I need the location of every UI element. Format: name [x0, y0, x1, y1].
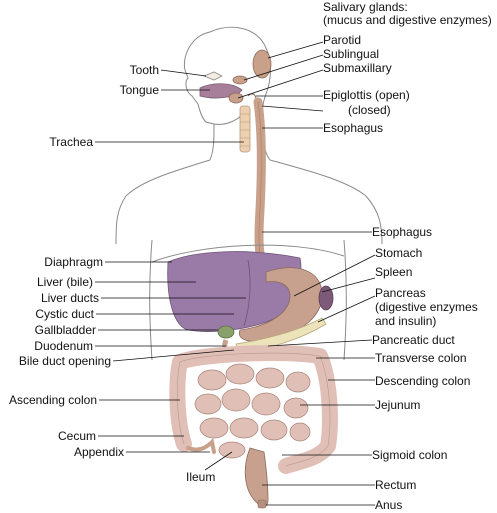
coil: [199, 417, 229, 439]
colon-outline: [177, 352, 331, 467]
coil: [229, 417, 259, 439]
label-tongue: Tongue: [119, 83, 159, 97]
label-duodenum: Duodenum: [34, 339, 93, 353]
trachea-rings: [240, 113, 250, 147]
leader-stomach: [293, 254, 376, 297]
label-pancreas: Pancreas: [375, 286, 426, 300]
leader-ileum: [204, 451, 233, 471]
label-pancreas-note-1: (digestive enzymes: [375, 300, 478, 314]
trachea-tube: [239, 105, 251, 153]
label-sublingual: Sublingual: [323, 47, 380, 61]
anus-shape: [257, 499, 267, 509]
gallbladder-shape: [217, 325, 235, 339]
label-parotid: Parotid: [323, 33, 362, 47]
leader-tooth: [160, 69, 207, 77]
coil: [225, 363, 255, 385]
coil: [289, 422, 311, 442]
label-ileum: Ileum: [186, 470, 216, 484]
leader-spleen: [321, 277, 376, 293]
leader-parotid: [267, 41, 324, 59]
neck-left: [209, 123, 215, 161]
label-pancreatic-duct: Pancreatic duct: [372, 333, 455, 347]
coil: [218, 441, 246, 459]
small-intestine: [194, 363, 311, 459]
label-descending-colon: Descending colon: [375, 374, 471, 388]
label-esophagus-lower: Esophagus: [372, 225, 433, 239]
label-salivary-glands-note: (mucus and digestive enzymes): [323, 13, 492, 27]
label-liver: Liver (bile): [36, 275, 93, 289]
label-bile-duct-opening: Bile duct opening: [18, 354, 111, 368]
label-epiglottis-closed: (closed): [348, 103, 391, 117]
label-spleen: Spleen: [375, 265, 413, 279]
coil: [260, 419, 288, 441]
label-salivary-glands: Salivary glands:: [323, 0, 408, 14]
mouth-region: [199, 49, 272, 104]
teeth: [202, 71, 223, 81]
label-epiglottis-open: Epiglottis (open): [323, 88, 410, 102]
label-cecum: Cecum: [57, 429, 96, 443]
label-stomach: Stomach: [375, 246, 423, 260]
coil: [197, 369, 227, 391]
torso-right: [343, 239, 347, 361]
liver-lobe-line: [243, 259, 251, 327]
label-gallbladder: Gallbladder: [34, 323, 96, 337]
leader-submaxillary: [237, 69, 324, 99]
parotid-gland: [252, 49, 272, 79]
label-anus: Anus: [375, 498, 403, 512]
label-transverse-colon: Transverse colon: [375, 351, 467, 365]
coil: [251, 392, 281, 416]
trachea-shape: [239, 105, 251, 153]
shoulder-right: [261, 123, 383, 245]
leader-pancreas: [317, 295, 376, 323]
torso-left: [149, 239, 153, 361]
leader-epiglottis-closed: [261, 105, 324, 112]
label-rectum: Rectum: [375, 478, 417, 492]
label-diaphragm: Diaphragm: [44, 255, 103, 269]
label-liver-ducts: Liver ducts: [40, 291, 99, 305]
appendix-shape: [186, 437, 216, 454]
label-esophagus-upper: Esophagus: [323, 121, 384, 135]
label-cystic-duct: Cystic duct: [35, 307, 94, 321]
label-pancreas-note-2: and insulin): [375, 314, 437, 328]
leader-sublingual: [243, 54, 324, 81]
leader-bile-duct-opening: [112, 349, 235, 362]
head-outline: [183, 31, 247, 125]
coil: [221, 388, 251, 412]
label-appendix: Appendix: [73, 445, 124, 459]
label-ascending-colon: Ascending colon: [8, 393, 97, 407]
leader-pancreatic-duct: [267, 339, 373, 347]
coil: [255, 367, 285, 389]
shoulder-left: [115, 159, 211, 245]
submaxillary-gland: [228, 92, 244, 104]
coil: [194, 393, 222, 415]
rectum-shape: [244, 447, 269, 507]
coil: [283, 397, 309, 419]
diaphragm-line: [151, 244, 345, 263]
label-sigmoid-colon: Sigmoid colon: [372, 448, 448, 462]
leader-lines: [95, 41, 376, 506]
label-submaxillary: Submaxillary: [323, 61, 392, 75]
stomach-shape: [238, 267, 323, 342]
sublingual-gland: [232, 75, 248, 85]
label-trachea: Trachea: [49, 135, 93, 149]
coil: [285, 371, 311, 393]
label-jejunum: Jejunum: [375, 398, 421, 412]
label-tooth: Tooth: [129, 63, 159, 77]
